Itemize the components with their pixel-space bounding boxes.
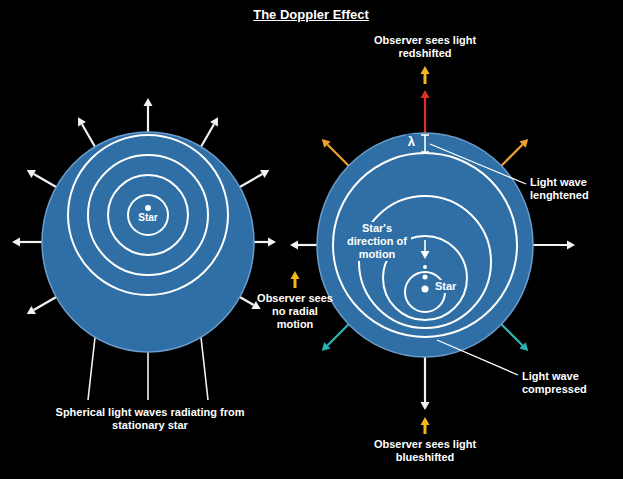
light-ray-arrow-head <box>210 117 218 126</box>
leader-line <box>437 340 518 375</box>
light-ray-arrow <box>34 174 57 187</box>
light-ray-arrow <box>240 174 263 187</box>
observer-label: Observer sees light blueshifted <box>359 438 491 464</box>
wave-front <box>88 155 208 275</box>
star-dot <box>423 275 428 280</box>
diagram-title: The Doppler Effect <box>253 7 369 23</box>
star-label: Star <box>136 212 159 224</box>
stationary-star-disk: Star <box>42 132 254 352</box>
light-ray-arrow-head <box>268 238 276 247</box>
light-ray-arrow-head <box>144 98 153 106</box>
star-dot <box>423 265 427 269</box>
wave-front <box>128 195 168 235</box>
caption-label: Spherical light waves radiating from sta… <box>50 406 250 432</box>
observer-arrow <box>294 279 297 288</box>
observer-label: Observer sees no radial motion <box>256 292 334 331</box>
light-ray-arrow <box>147 106 149 132</box>
wavelength-tick <box>421 151 429 153</box>
bluish-ray-arrow-head <box>322 342 331 351</box>
reddish-ray-arrow <box>501 145 522 166</box>
redshift-ray-arrow <box>424 98 426 133</box>
light-disk <box>317 133 533 357</box>
wave-note: Light wave compressed <box>522 370 606 396</box>
star-dot <box>145 205 151 211</box>
light-ray-arrow <box>34 297 57 310</box>
light-ray-arrow <box>201 124 214 147</box>
reddish-ray-arrow-head <box>519 139 528 148</box>
wave-front <box>68 135 228 295</box>
observer-arrow-head <box>291 271 300 279</box>
wavelength-symbol: λ <box>406 134 417 149</box>
light-ray-arrow-head <box>12 238 20 247</box>
light-ray-arrow-head <box>27 306 36 314</box>
wave-note: Light wave lenghtened <box>530 176 614 202</box>
light-ray-arrow <box>82 124 95 147</box>
reddish-ray-arrow <box>327 145 348 166</box>
observer-arrow <box>424 74 427 84</box>
observer-arrow-head <box>421 66 430 74</box>
light-disk <box>42 132 254 352</box>
light-ray-arrow <box>533 244 567 246</box>
light-ray-arrow-head <box>27 170 36 178</box>
bluish-ray-arrow-head <box>519 342 528 351</box>
motion-arrow <box>424 240 426 251</box>
leader-line <box>201 337 208 400</box>
light-ray-arrow-head <box>421 402 430 410</box>
wavelength-marker <box>424 135 426 152</box>
light-ray-arrow <box>20 241 42 243</box>
observer-arrow-head <box>421 417 430 425</box>
light-ray-arrow <box>254 241 268 243</box>
light-ray-arrow-head <box>78 117 86 126</box>
light-ray-arrow-head <box>260 170 269 178</box>
light-ray-arrow <box>298 244 317 246</box>
leader-line <box>430 144 526 184</box>
bluish-ray-arrow <box>501 324 522 345</box>
light-ray-arrow <box>424 357 426 402</box>
observer-arrow <box>424 425 427 434</box>
wave-front <box>108 175 188 255</box>
leader-line <box>88 337 95 400</box>
motion-arrow-head <box>421 251 430 259</box>
wave-front <box>333 153 517 337</box>
redshift-ray-arrow-head <box>421 90 430 98</box>
disk-outline <box>42 132 254 352</box>
leader-line <box>147 352 149 400</box>
motion-label: Star's direction of motion <box>343 222 411 261</box>
wavelength-tick <box>421 134 429 136</box>
rays <box>12 66 575 434</box>
light-ray-arrow-head <box>290 241 298 250</box>
light-ray-arrow <box>240 297 254 305</box>
moving-star-disk: λStar's direction of motionStar <box>317 133 533 357</box>
wave-front <box>359 196 491 328</box>
observer-label: Observer sees light redshifted <box>359 34 491 60</box>
reddish-ray-arrow-head <box>322 139 331 148</box>
bluish-ray-arrow <box>327 324 348 345</box>
star-label: Star <box>433 280 458 293</box>
star-dot <box>422 286 429 293</box>
light-ray-arrow-head <box>567 241 575 250</box>
